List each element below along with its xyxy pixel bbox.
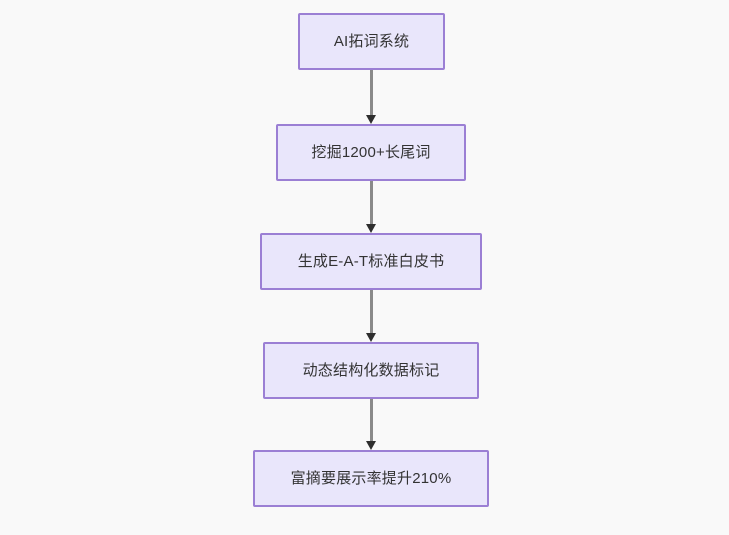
arrowhead-icon (366, 224, 376, 233)
edge-line (369, 181, 373, 225)
arrowhead-icon (366, 333, 376, 342)
arrowhead-icon (366, 441, 376, 450)
flow-node-ai-keyword-system[interactable]: AI拓词系统 (298, 13, 445, 70)
flow-node-rich-snippet-result[interactable]: 富摘要展示率提升210% (253, 450, 489, 507)
flow-node-eat-whitepaper[interactable]: 生成E-A-T标准白皮书 (260, 233, 482, 290)
edge-line (369, 290, 373, 334)
edge-line (369, 399, 373, 442)
arrowhead-icon (366, 115, 376, 124)
edge-line (369, 70, 373, 116)
flow-node-structured-data[interactable]: 动态结构化数据标记 (263, 342, 479, 399)
flow-node-longtail-keywords[interactable]: 挖掘1200+长尾词 (276, 124, 466, 181)
